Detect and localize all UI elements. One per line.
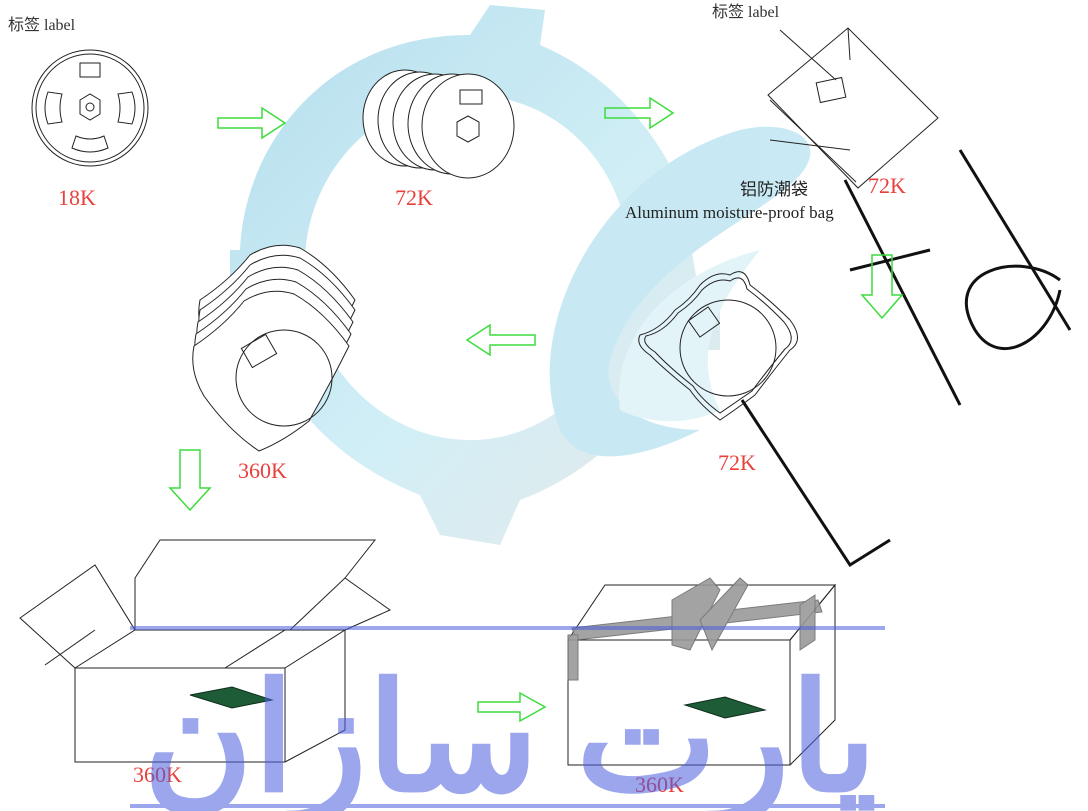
sealed-bag-quantity: 72K [868, 173, 906, 198]
bag-stack-label [240, 333, 278, 369]
arrow-down-1 [860, 254, 904, 320]
reel-inner-rim [35, 53, 145, 163]
carton-flap-back [134, 539, 377, 630]
watermark-band-bottom-line [130, 804, 885, 808]
watermark-band-top-line [130, 626, 885, 630]
reel-spoke-left [44, 91, 63, 125]
carton-flap-right [289, 577, 392, 631]
reel-label-box [79, 62, 101, 78]
stack-label-box [459, 89, 483, 105]
bag-stack [192, 244, 356, 452]
arrow-down-2 [168, 449, 212, 512]
carton-flap-left [19, 564, 136, 669]
arrow-right-1 [217, 106, 287, 140]
watermark-ltd [740, 149, 1072, 568]
arrow-right-2 [604, 96, 675, 130]
reel-stack-quantity: 72K [395, 185, 433, 210]
reel-outer-rim [31, 49, 149, 167]
sealed-bag [767, 27, 939, 189]
reel-stack [362, 69, 515, 179]
sealed-carton-quantity: 360K [635, 772, 684, 797]
watermark-arabic: پارت سازان [143, 657, 877, 811]
flow-arrows [168, 96, 904, 723]
watermark-letter-l [740, 399, 891, 568]
carton-side [284, 629, 346, 763]
bag-stack-disc [235, 329, 333, 427]
bagged-reel-bag [638, 271, 798, 421]
arrow-left-1 [465, 323, 536, 357]
watermark-swirl-inner [619, 250, 760, 422]
reel-hub [79, 93, 101, 121]
watermark-swirl [549, 126, 811, 457]
bag-name-en: Aluminum moisture-proof bag [625, 203, 834, 222]
reel-hub-center [85, 102, 95, 112]
carton-flap-front-2 [44, 629, 96, 666]
tape-drape-left [567, 634, 579, 681]
single-reel-quantity: 18K [58, 185, 96, 210]
open-carton-quantity: 360K [133, 762, 182, 787]
bagged-reel-bag-inner [644, 277, 792, 414]
watermark-band: پارت سازان [130, 626, 885, 811]
tape-vertical-right [699, 577, 749, 652]
open-carton-tray [189, 686, 274, 709]
bagged-reel [638, 271, 798, 421]
arrow-right-3 [477, 691, 547, 723]
stack-hub [456, 115, 480, 143]
bag-label-box [815, 76, 847, 104]
watermark-letter-t [843, 179, 962, 406]
bag-leader-line [769, 29, 851, 151]
single-reel [31, 49, 149, 167]
bag-name-cn: 铝防潮袋 [740, 180, 808, 199]
tape-drape-right [799, 594, 816, 651]
bag-fold [769, 27, 857, 183]
bag-stack-layer-5 [192, 290, 350, 452]
watermark-letter-d [958, 149, 1072, 350]
bagged-reel-label [687, 306, 721, 338]
bag-outline [767, 27, 939, 189]
sealed-carton-tray [683, 696, 767, 719]
bagged-reel-quantity: 72K [718, 450, 756, 475]
open-carton [19, 539, 392, 763]
reel-spoke-right [117, 91, 136, 125]
reel-label-tag: 标签 label [8, 16, 76, 34]
bag-stack-quantity: 360K [238, 458, 287, 483]
watermark-logo [230, 5, 811, 545]
bagged-reel-disc [679, 299, 777, 397]
bag-label-tag: 标签 label [712, 3, 780, 21]
reel-spoke-bottom [71, 135, 109, 153]
